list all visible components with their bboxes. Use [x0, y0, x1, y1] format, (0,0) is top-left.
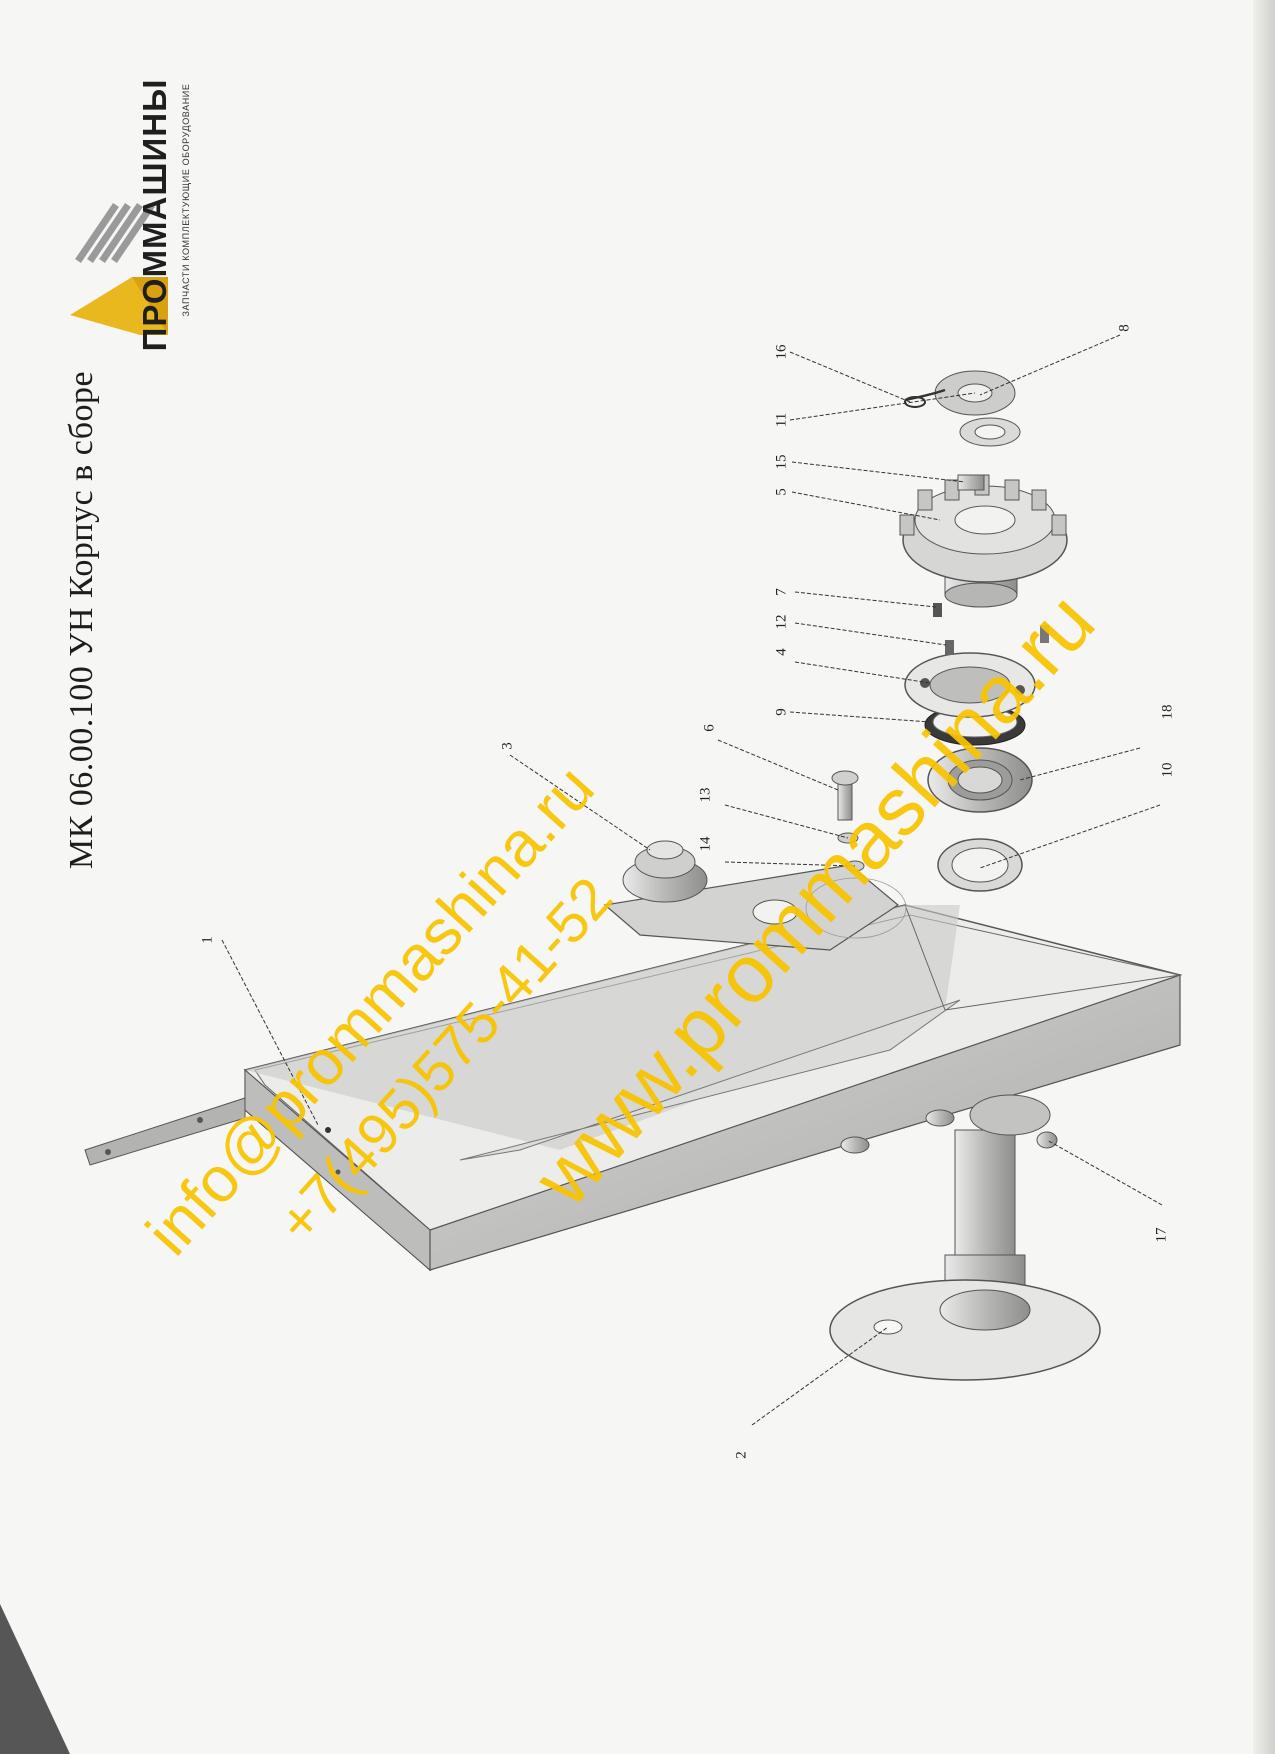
callout-14: 14: [697, 836, 714, 852]
page-edge-shadow: [1253, 0, 1275, 1754]
callout-12: 12: [773, 614, 790, 630]
callout-11: 11: [773, 412, 790, 428]
callout-18: 18: [1159, 704, 1176, 720]
callout-2: 2: [733, 1451, 750, 1459]
callout-15: 15: [773, 454, 790, 470]
callout-8: 8: [1116, 324, 1133, 332]
leader-lines: [221, 334, 1163, 1426]
callout-17: 17: [1153, 1227, 1170, 1243]
exploded-parts: [805, 370, 1068, 939]
callout-7: 7: [773, 588, 790, 596]
callout-5: 5: [773, 488, 790, 496]
stand-base: [829, 1094, 1101, 1381]
page-fold-corner: [0, 1604, 70, 1754]
callout-4: 4: [773, 648, 790, 656]
callout-6: 6: [701, 724, 718, 732]
prommashiny-logo-icon: [70, 203, 168, 335]
housing-body: [84, 904, 1183, 1272]
callout-1: 1: [199, 936, 216, 944]
callout-16: 16: [773, 344, 790, 360]
callout-13: 13: [697, 787, 714, 803]
callout-9: 9: [773, 708, 790, 716]
bracket-assembly: [603, 840, 900, 951]
callout-10: 10: [1159, 762, 1176, 778]
callout-3: 3: [499, 742, 516, 750]
sprocket-5: [899, 474, 1068, 608]
